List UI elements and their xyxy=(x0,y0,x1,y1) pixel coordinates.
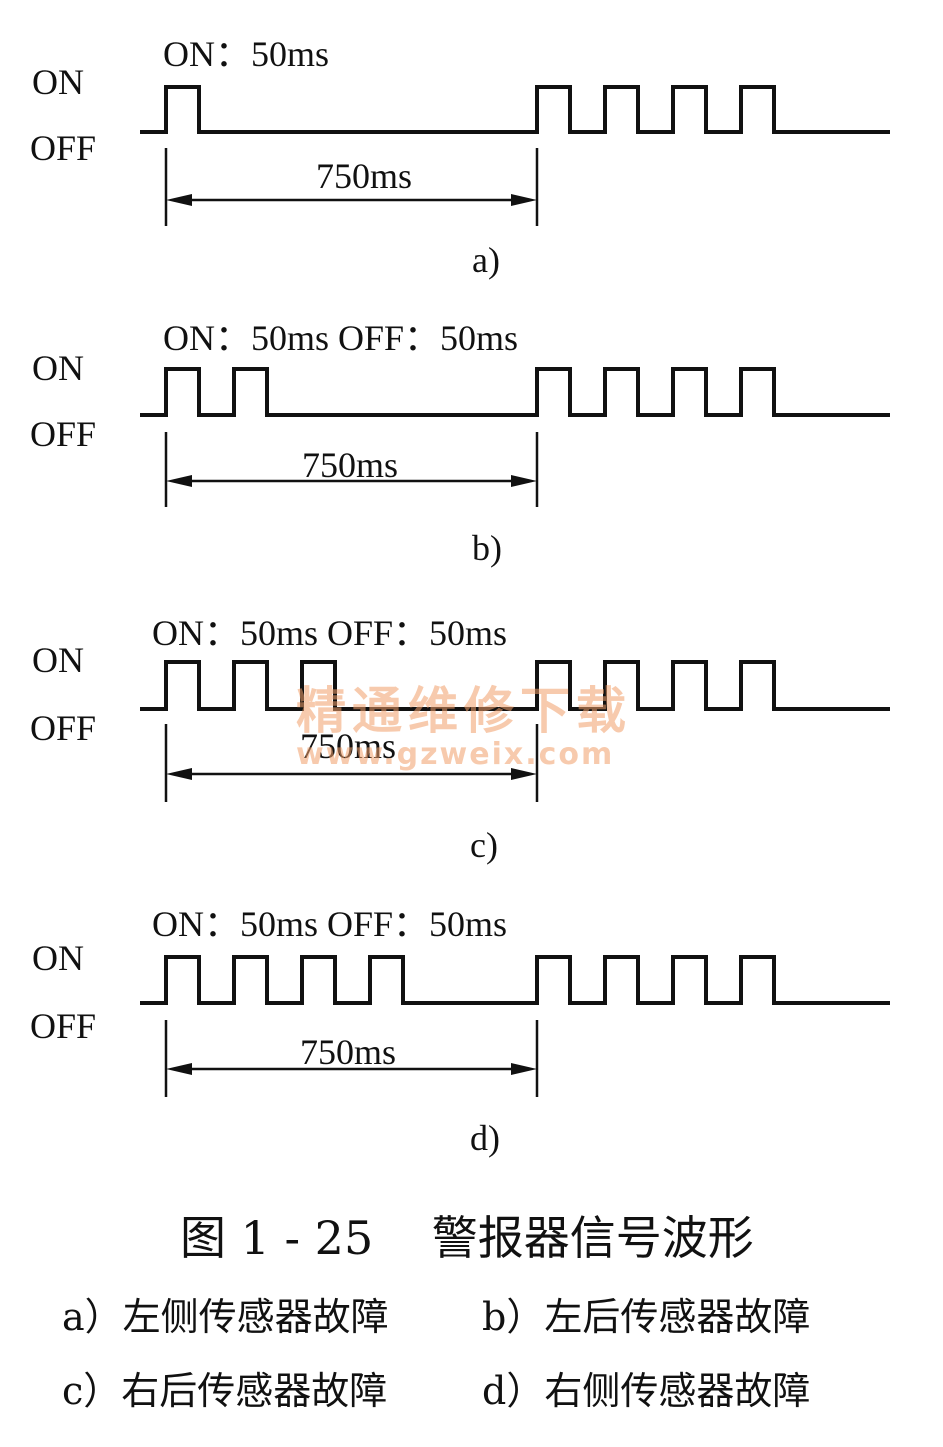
panel-d-waveform xyxy=(140,955,890,1005)
legend-item-b: b）左后传感器故障 xyxy=(482,1295,810,1339)
panel-b-caption: b) xyxy=(472,528,502,568)
panel-a-on-label: ON xyxy=(32,62,84,102)
dimension-right-arrowhead xyxy=(511,475,537,487)
panel-d-on-label: ON xyxy=(32,938,84,978)
panel-c: ON：50ms OFF：50ms ON OFF 750ms c) xyxy=(30,613,890,865)
panel-c-waveform xyxy=(140,660,890,711)
panel-a-waveform xyxy=(140,85,890,134)
panel-a-timing-label: ON：50ms xyxy=(163,34,329,74)
figure-title: 图 1 - 25 警报器信号波形 xyxy=(180,1211,754,1265)
panel-d: ON：50ms OFF：50ms ON OFF 750ms d) xyxy=(30,904,890,1158)
panel-a-off-label: OFF xyxy=(30,128,96,168)
watermark-url-text: www.gzweix.com xyxy=(296,737,614,772)
dimension-right-arrowhead xyxy=(511,194,537,206)
panel-c-off-label: OFF xyxy=(30,708,96,748)
panel-b-timing-label: ON：50ms OFF：50ms xyxy=(163,318,518,358)
dimension-left-arrowhead xyxy=(166,1063,192,1075)
watermark: 精通维修下载 www.gzweix.com xyxy=(296,682,632,772)
panel-b: ON：50ms OFF：50ms ON OFF 750ms b) xyxy=(30,318,890,568)
dimension-right-arrowhead xyxy=(511,1063,537,1075)
panel-a-interval-label: 750ms xyxy=(316,156,412,196)
panel-b-interval-label: 750ms xyxy=(302,445,398,485)
panel-d-interval-dimension xyxy=(164,1020,539,1097)
panel-a: ON：50ms ON OFF 750ms a) xyxy=(30,34,890,280)
dimension-left-arrowhead xyxy=(166,194,192,206)
legend: a）左侧传感器故障 b）左后传感器故障 c）右后传感器故障 d）右侧传感器故障 xyxy=(62,1295,810,1413)
panel-c-timing-label: ON：50ms OFF：50ms xyxy=(152,613,507,653)
panel-d-caption: d) xyxy=(470,1118,500,1158)
dimension-left-arrowhead xyxy=(166,475,192,487)
panel-d-off-label: OFF xyxy=(30,1006,96,1046)
panel-c-caption: c) xyxy=(470,825,498,865)
dimension-right-arrowhead xyxy=(511,768,537,780)
panel-a-caption: a) xyxy=(472,240,500,280)
panel-a-interval-dimension xyxy=(164,148,539,226)
panel-c-interval-dimension xyxy=(164,724,539,802)
panel-d-interval-label: 750ms xyxy=(300,1032,396,1072)
panel-b-interval-dimension xyxy=(164,432,539,507)
legend-item-a: a）左侧传感器故障 xyxy=(62,1295,389,1339)
panel-d-timing-label: ON：50ms OFF：50ms xyxy=(152,904,507,944)
panel-b-on-label: ON xyxy=(32,348,84,388)
dimension-left-arrowhead xyxy=(166,768,192,780)
legend-item-c: c）右后传感器故障 xyxy=(62,1369,387,1413)
legend-item-d: d）右侧传感器故障 xyxy=(482,1369,810,1413)
panel-b-waveform xyxy=(140,367,890,417)
panel-c-interval-label: 750ms xyxy=(300,726,396,766)
watermark-main-text: 精通维修下载 xyxy=(296,682,632,740)
panel-b-off-label: OFF xyxy=(30,414,96,454)
panel-c-on-label: ON xyxy=(32,640,84,680)
